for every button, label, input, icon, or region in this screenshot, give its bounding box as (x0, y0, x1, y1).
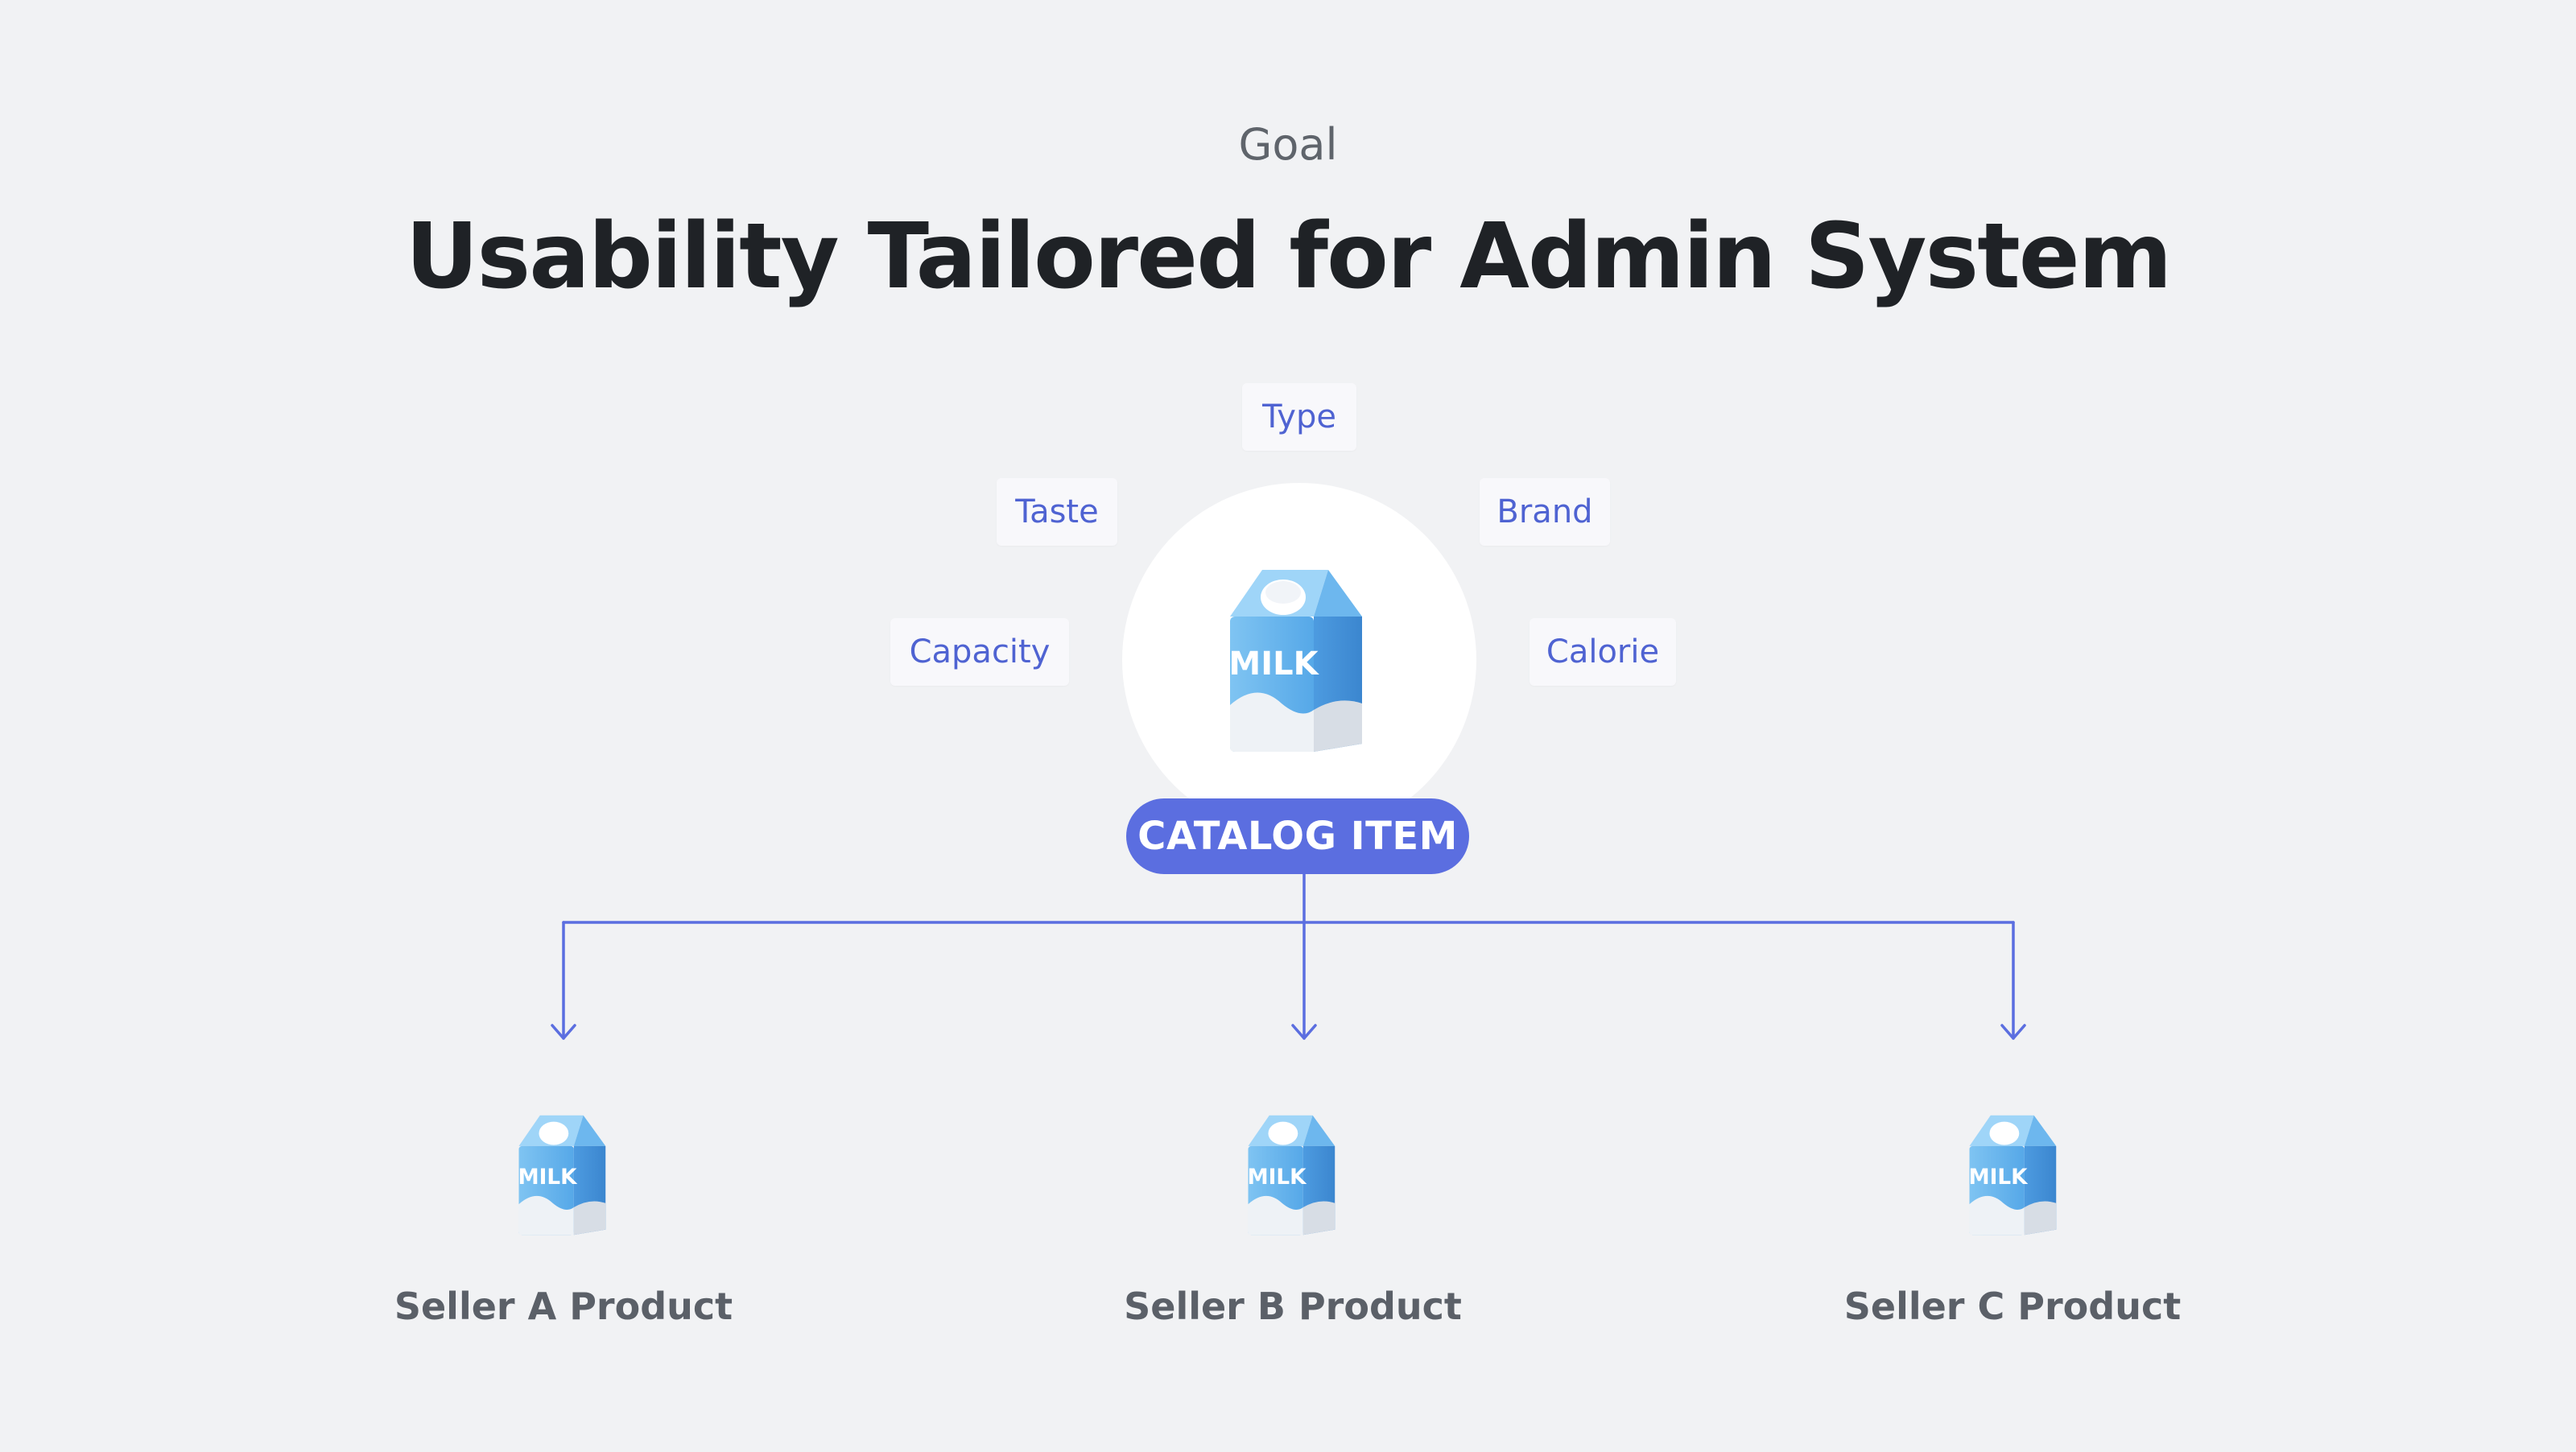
milk-carton-icon: MILK (1228, 570, 1362, 752)
carton-label: MILK (1247, 1165, 1307, 1190)
seller-b-product-label: Seller B Product (1124, 1285, 1462, 1328)
attribute-calorie: Calorie (1530, 618, 1676, 686)
milk-carton-icon: MILK (1968, 1115, 2057, 1235)
attribute-capacity: Capacity (890, 618, 1069, 686)
carton-label: MILK (518, 1165, 578, 1190)
page-title: Usability Tailored for Admin System (405, 204, 2173, 309)
catalog-item-label: CATALOG ITEM (1126, 798, 1469, 874)
milk-carton-icon: MILK (518, 1115, 606, 1235)
eyebrow-goal: Goal (1238, 119, 1338, 170)
attribute-type: Type (1242, 383, 1356, 451)
arrowhead-seller-a (551, 1024, 576, 1040)
arrowhead-seller-c (2000, 1024, 2026, 1040)
attribute-taste: Taste (997, 478, 1117, 546)
carton-label: MILK (1228, 646, 1319, 683)
seller-c-product-label: Seller C Product (1843, 1285, 2182, 1328)
milk-carton-icon: MILK (1247, 1115, 1335, 1235)
carton-label: MILK (1968, 1165, 2029, 1190)
seller-a-product-label: Seller A Product (394, 1285, 733, 1328)
attribute-brand: Brand (1480, 478, 1610, 546)
arrowhead-seller-b (1291, 1024, 1317, 1040)
